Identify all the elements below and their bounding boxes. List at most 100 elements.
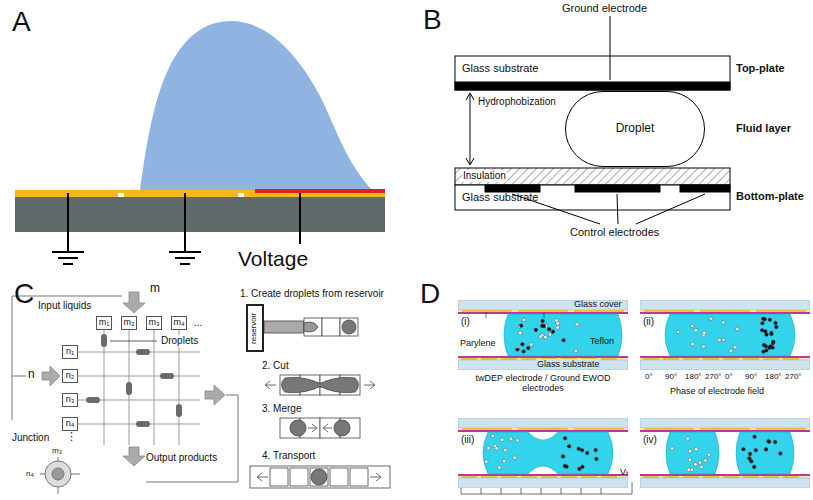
particle: [502, 459, 506, 463]
particle: [752, 465, 756, 469]
particle: [670, 447, 674, 451]
particle: [688, 458, 692, 462]
particle: [498, 466, 502, 470]
step-label: 3. Merge: [262, 403, 301, 415]
particle: [772, 340, 776, 344]
particle: [700, 465, 704, 469]
subpanel-label: (ii): [643, 316, 654, 328]
phase-value: 90°: [665, 372, 677, 381]
particle: [770, 331, 774, 335]
particle: [703, 331, 707, 335]
particle: [769, 344, 773, 348]
part-label: Control electrodes: [570, 226, 659, 239]
particle: [556, 326, 560, 330]
reservoir-box: reservoir: [246, 304, 264, 352]
part-label: Glass substrate: [462, 191, 538, 204]
particle: [691, 342, 695, 346]
plate-label: Top-plate: [736, 62, 785, 75]
particle: [516, 348, 520, 352]
subpanel-label: (iv): [643, 434, 657, 446]
voltage-label: Voltage: [238, 247, 308, 271]
particle: [556, 322, 560, 326]
particle: [694, 448, 698, 452]
particle: [551, 330, 555, 334]
subpanel-label: (i): [461, 316, 470, 328]
particle: [764, 344, 768, 348]
particle: [541, 319, 545, 323]
part-label: Insulation: [462, 170, 507, 182]
part-label: Hydrophobization: [478, 96, 556, 108]
subpanel-label: (iii): [461, 434, 474, 446]
particle: [754, 448, 758, 452]
phase-value: 270°: [785, 372, 802, 381]
particle: [709, 317, 713, 321]
input-box: n₂: [62, 369, 78, 383]
droplet-shape: Droplet: [565, 91, 705, 167]
ellipsis: ...: [194, 317, 202, 329]
particle: [509, 437, 513, 441]
part-label: Glass substrate: [462, 62, 538, 75]
node-text: n₂: [66, 371, 75, 381]
particle: [768, 318, 772, 322]
ewod-sketch: [15, 21, 385, 264]
particle: [522, 318, 526, 322]
particle: [775, 325, 779, 329]
phase-value: 180°: [765, 372, 782, 381]
particle: [698, 461, 702, 465]
panel-letter: D: [420, 278, 440, 310]
particle: [761, 322, 765, 326]
particle: [519, 324, 523, 328]
particle: [574, 349, 578, 353]
particle: [767, 439, 771, 443]
particle: [760, 328, 764, 332]
particle: [547, 327, 551, 331]
particle: [762, 350, 766, 354]
particle: [694, 328, 698, 332]
particle: [707, 453, 711, 457]
node-text: m₁: [99, 318, 110, 328]
particle: [773, 440, 777, 444]
node-text: n₄: [66, 419, 75, 429]
particle: [764, 448, 768, 452]
particle: [518, 331, 522, 335]
particle: [735, 327, 739, 331]
plate-label: Bottom-plate: [736, 190, 804, 203]
particle: [594, 448, 598, 452]
particle: [729, 349, 733, 353]
particle: [487, 446, 491, 450]
node-text: m₄: [173, 318, 184, 328]
phase-value: 0°: [725, 372, 733, 381]
particle: [526, 346, 530, 350]
part-label: Glass cover: [574, 299, 622, 309]
input-box: m₃: [146, 316, 162, 330]
particle: [688, 449, 692, 453]
node-text: n₃: [66, 395, 75, 405]
particle: [722, 321, 726, 325]
phase-value: 180°: [685, 372, 702, 381]
panel-letter: A: [12, 6, 31, 38]
particle: [765, 333, 769, 337]
particle: [534, 328, 538, 332]
twdep-sketch: [458, 300, 810, 494]
particle: [733, 346, 737, 350]
particle: [676, 330, 680, 334]
node-text: n₁: [66, 347, 74, 357]
particle: [567, 445, 571, 449]
plate-sketch: [455, 16, 730, 224]
particle: [774, 321, 778, 325]
particle: [690, 324, 694, 328]
phase-value: 90°: [745, 372, 757, 381]
particle: [748, 452, 752, 456]
note-label: Output products: [146, 452, 217, 464]
particle: [694, 462, 698, 466]
note-label: Junction: [12, 432, 49, 444]
node-text: Droplet: [616, 122, 655, 135]
particle: [687, 468, 691, 472]
particle: [702, 345, 706, 349]
particle: [516, 439, 520, 443]
particle: [491, 434, 495, 438]
part-label: Parylene: [460, 338, 496, 348]
particle: [585, 451, 589, 455]
particle: [562, 338, 566, 342]
